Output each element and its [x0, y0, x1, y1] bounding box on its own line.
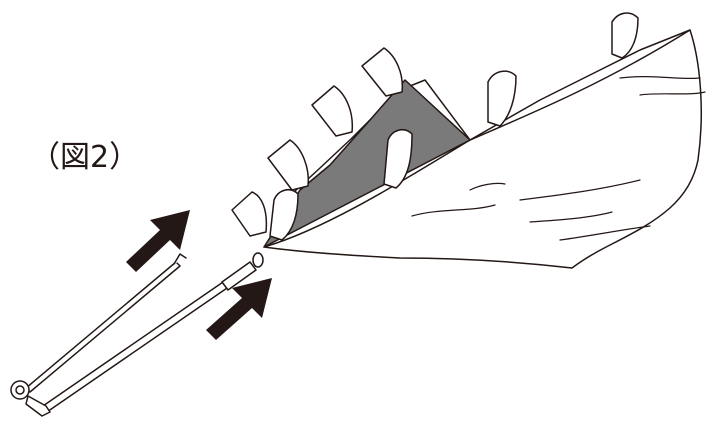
pole-base: [10, 380, 51, 417]
pole-sleeves: [231, 12, 639, 241]
sleeve-5: [383, 129, 413, 189]
tent-pole-b: [39, 252, 264, 415]
sleeve-7: [487, 70, 517, 127]
sleeve-8: [611, 12, 639, 59]
pole-b-tip: [252, 252, 264, 268]
pole-a-hook: [173, 253, 187, 265]
fabric-wrinkles: [411, 76, 706, 241]
sleeve-6: [269, 189, 299, 241]
fabric-shaded-panel: [263, 79, 471, 248]
pole-b-ferrule: [221, 261, 257, 291]
sleeve-1: [231, 191, 268, 237]
sleeve-4: [361, 47, 404, 97]
arrow-lower: [206, 278, 272, 340]
fabric-cover-icon: [263, 29, 703, 269]
pole-ring-inner: [15, 385, 25, 395]
fabric-top-edge: [273, 29, 691, 241]
figure-label: （図2）: [30, 140, 140, 175]
sleeve-2: [267, 139, 310, 191]
pole-end-cap: [25, 395, 51, 417]
sleeve-3: [311, 85, 354, 137]
arrow-upper: [126, 210, 190, 272]
arrow-up-right-icon: [126, 210, 272, 340]
